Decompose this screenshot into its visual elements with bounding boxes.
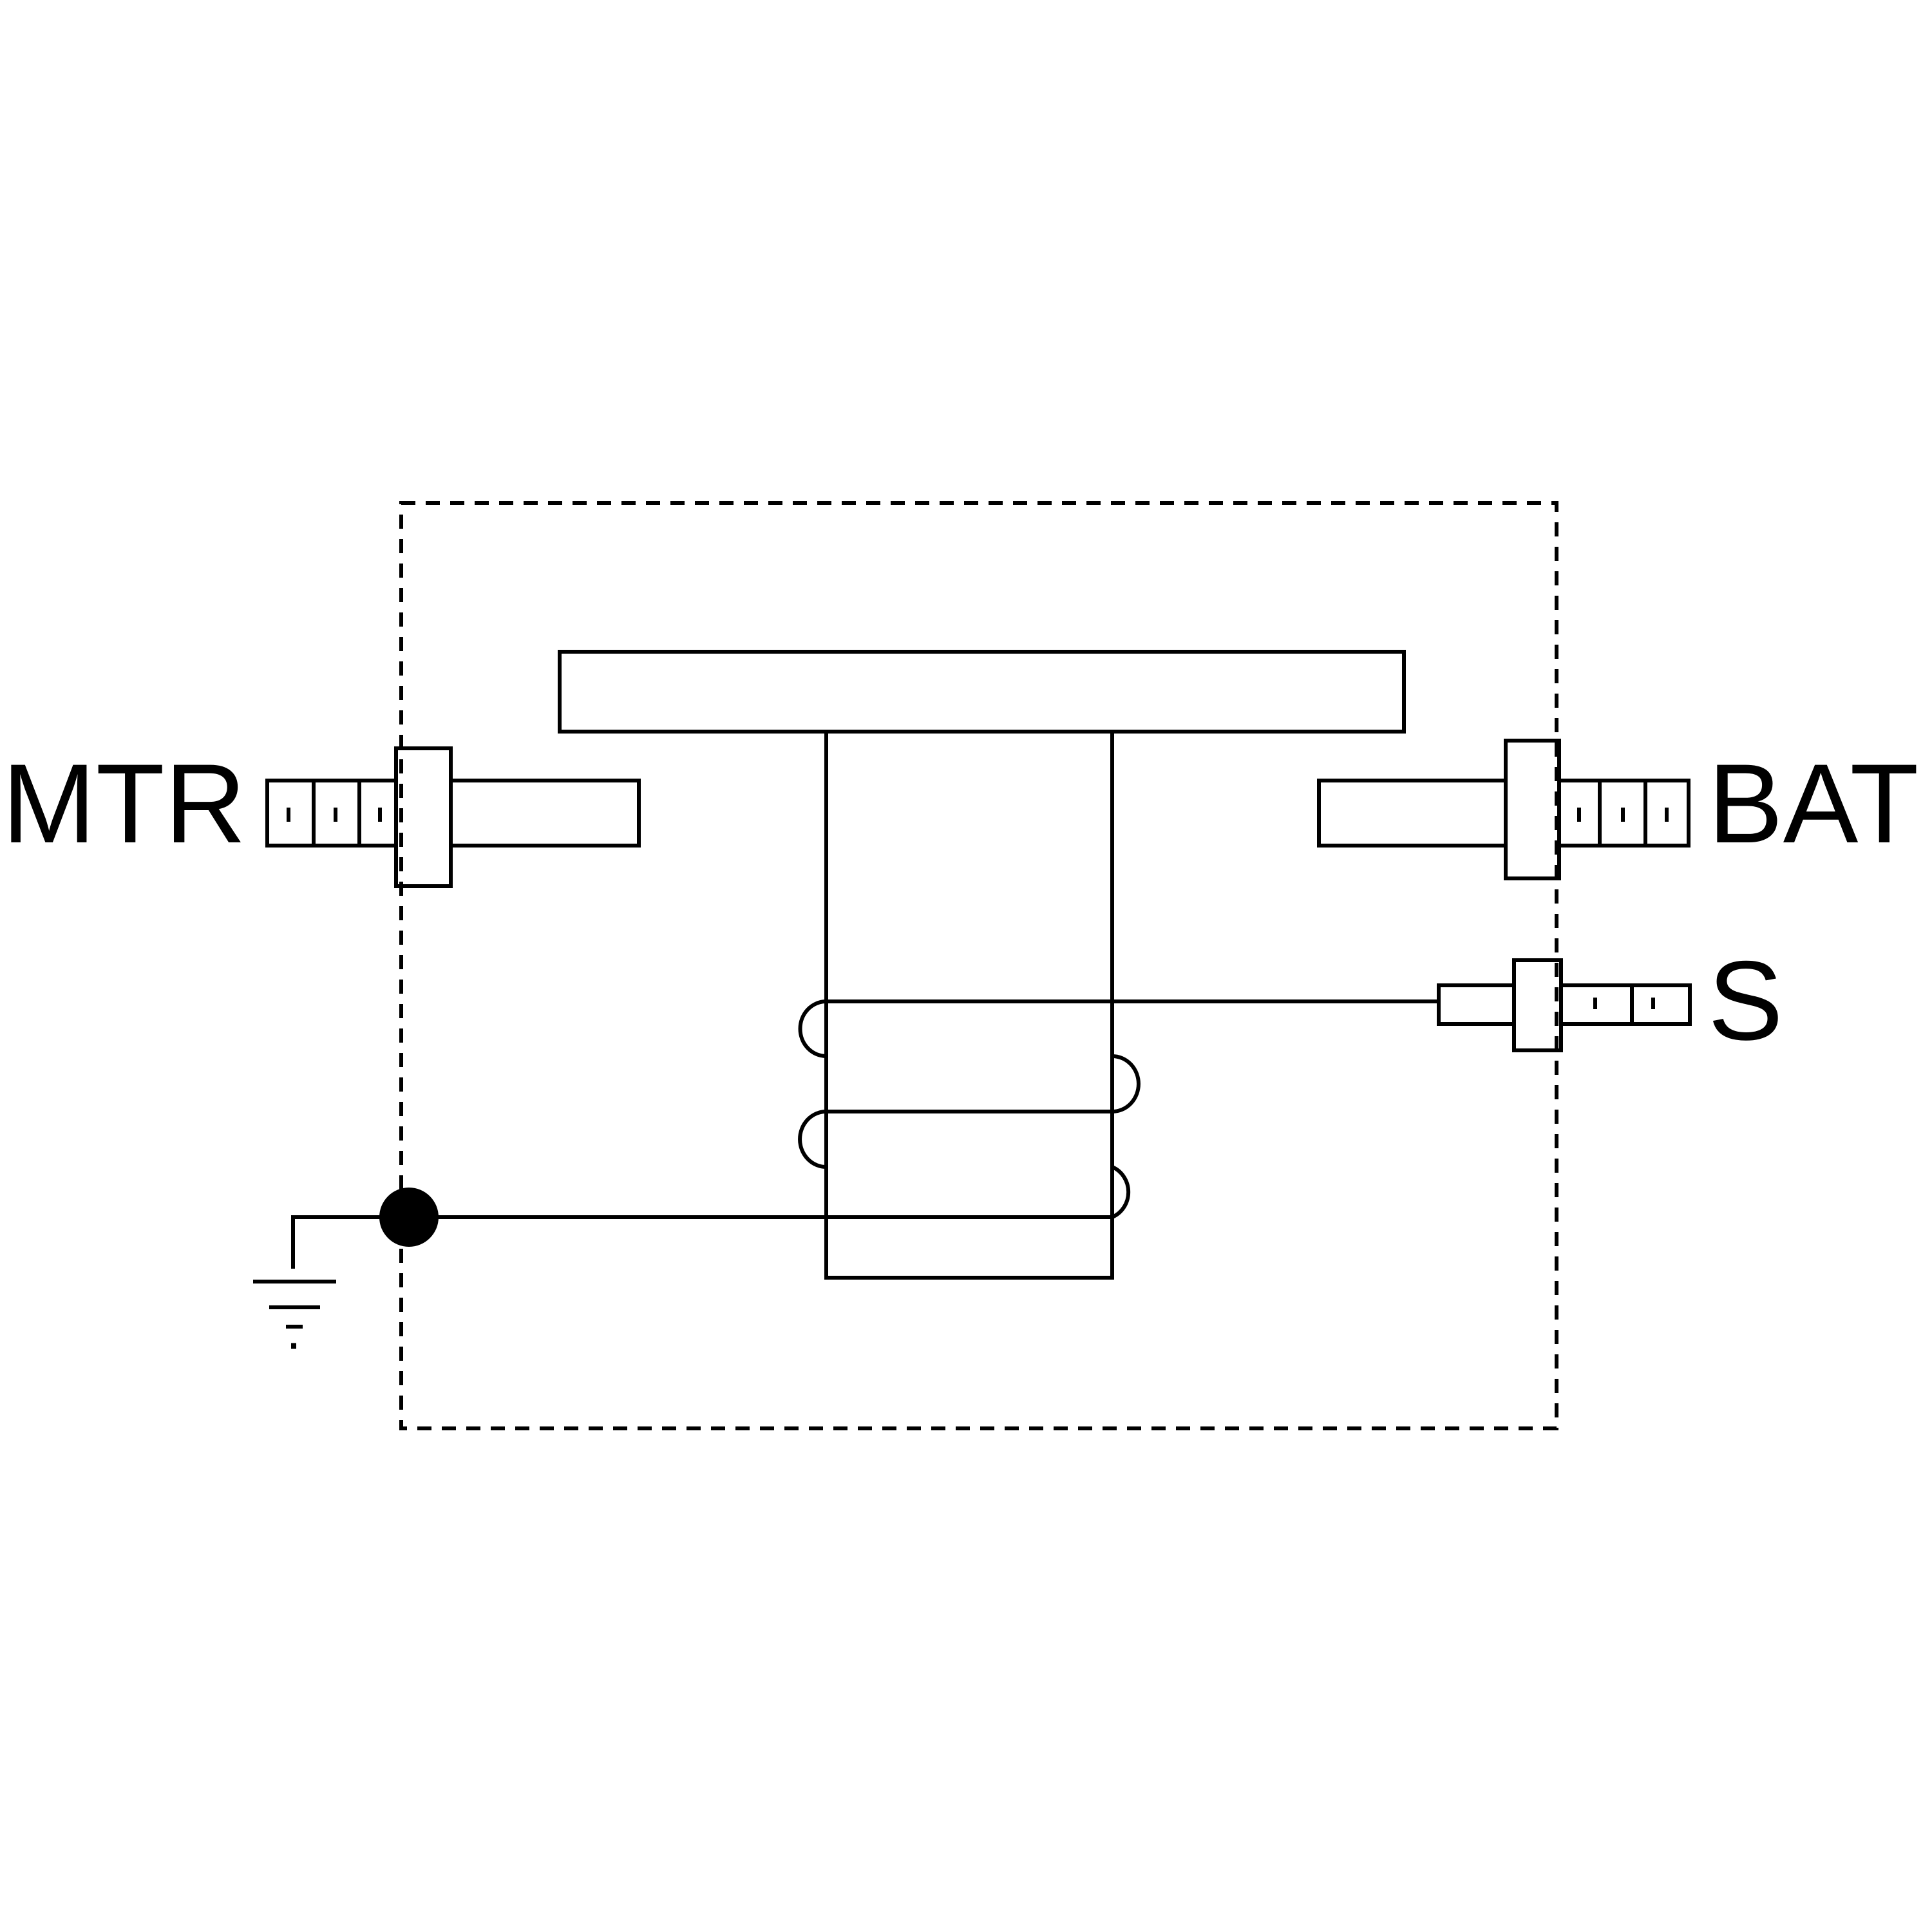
ground-symbol-icon: [253, 1215, 409, 1349]
mtr-terminal: [265, 746, 641, 888]
coil-loop-right-2: [1111, 1165, 1131, 1219]
coil-loop-left-2: [798, 1110, 827, 1169]
ground-junction-dot: [379, 1188, 439, 1247]
bat-label: BAT: [1708, 741, 1918, 867]
s-threaded-stud: [1559, 983, 1692, 1026]
bat-contact-bar: [1317, 779, 1508, 848]
mtr-label: MTR: [2, 741, 246, 867]
contact-plate: [558, 650, 1406, 734]
housing-dashed-border: [399, 501, 1558, 1430]
s-inner-stud: [1437, 983, 1516, 1026]
mtr-contact-bar: [449, 779, 641, 848]
plunger-core: [824, 730, 1114, 1280]
coil-winding: [409, 999, 1439, 1219]
s-insulator-nut: [1512, 958, 1563, 1052]
coil-loop-right-1: [1112, 1054, 1141, 1113]
mtr-insulator-nut: [394, 746, 453, 888]
bat-terminal: [1317, 739, 1690, 880]
ground-lead: [291, 1215, 409, 1269]
coil-loop-left-1: [798, 999, 827, 1058]
s-terminal: [1437, 958, 1692, 1052]
s-label: S: [1708, 938, 1783, 1064]
bat-insulator-nut: [1504, 739, 1561, 880]
